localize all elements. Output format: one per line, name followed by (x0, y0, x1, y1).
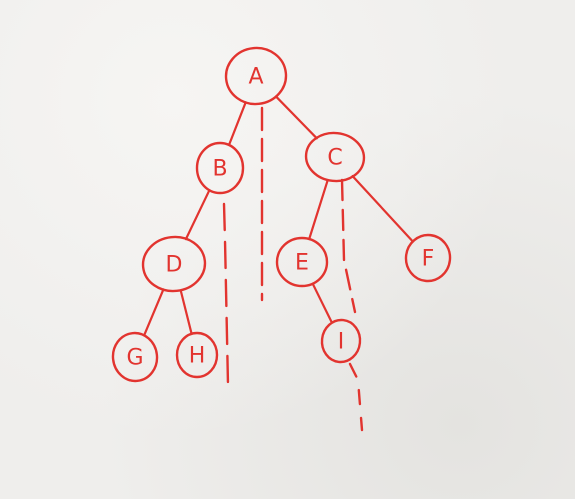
node-circle (320, 318, 362, 364)
node-label: H (189, 344, 206, 369)
node-circle (111, 331, 159, 383)
tree-node-c: C (304, 131, 366, 183)
tree-node-a: A (224, 46, 288, 106)
tree-node-g: G (111, 331, 159, 383)
node-label: B (212, 157, 227, 182)
edge-b-d (184, 189, 211, 241)
guide-line-under-i (348, 362, 364, 432)
edge-a-b (227, 101, 247, 147)
node-circle (224, 46, 288, 106)
node-circle (275, 236, 329, 288)
guide-line-under-b (222, 202, 230, 387)
tree-edges (143, 95, 414, 337)
tree-node-e: E (275, 236, 329, 288)
node-label: G (126, 346, 143, 371)
tree-node-d: D (141, 235, 207, 293)
node-label: E (295, 251, 309, 276)
node-label: C (327, 146, 342, 171)
edge-a-c (275, 95, 318, 140)
edge-d-h (179, 289, 193, 335)
edge-e-i (311, 282, 333, 324)
edge-c-f (351, 175, 414, 243)
node-label: F (422, 247, 435, 272)
node-circle (304, 131, 366, 183)
node-circle (195, 141, 245, 195)
edge-c-e (308, 179, 329, 241)
node-circle (141, 235, 207, 293)
tree-node-i: I (320, 318, 362, 364)
node-label: I (338, 330, 345, 355)
node-label: A (248, 65, 263, 90)
node-label: D (166, 253, 183, 278)
tree-node-h: H (175, 331, 219, 379)
vertical-guide-lines (222, 106, 364, 432)
guide-line-under-c (340, 178, 357, 314)
tree-nodes: A B C D E F G H I (111, 46, 452, 383)
node-circle (175, 331, 219, 379)
edge-d-g (143, 288, 165, 337)
tree-node-b: B (195, 141, 245, 195)
tree-node-f: F (404, 233, 452, 283)
node-circle (404, 233, 452, 283)
